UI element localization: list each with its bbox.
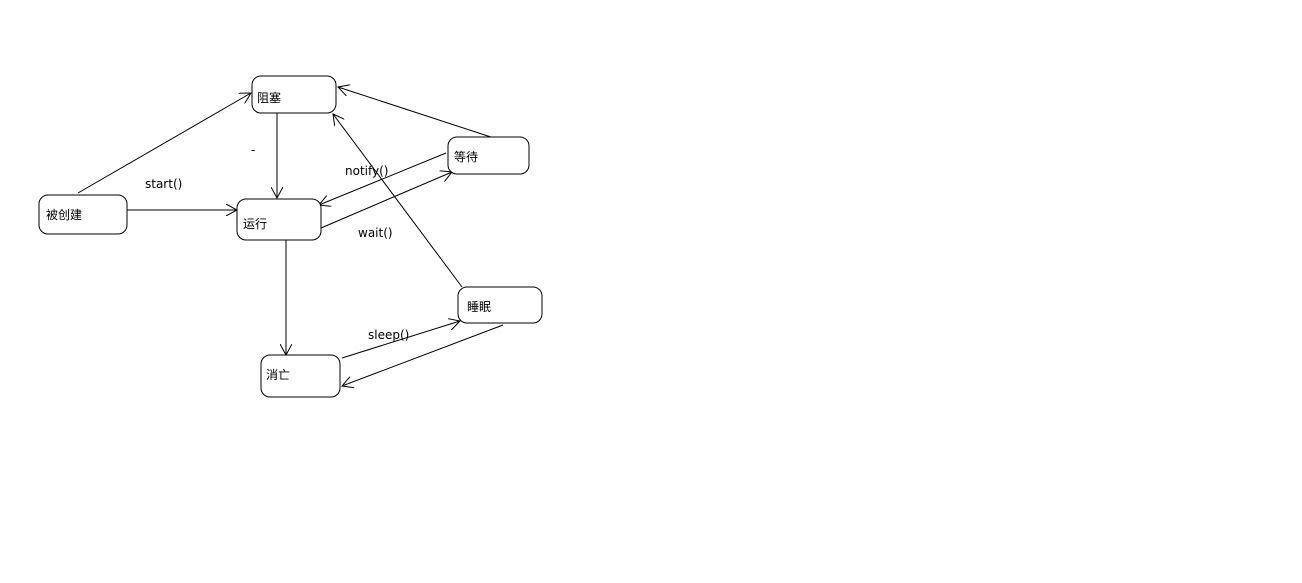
edge-sleeping-to-dead [342, 324, 504, 386]
node-created-label: 被创建 [46, 208, 82, 222]
edge-sleeping-to-blocked [333, 114, 463, 288]
node-sleeping-label: 睡眠 [467, 300, 491, 314]
edge-waiting-to-running [319, 152, 447, 205]
edge-label-notify: notify() [345, 164, 388, 178]
edge-running-to-waiting [320, 172, 452, 229]
node-sleeping: 睡眠 [457, 286, 543, 324]
node-running: 运行 [236, 198, 322, 241]
node-dead: 消亡 [260, 354, 341, 398]
node-blocked-label: 阻塞 [257, 90, 281, 105]
node-created: 被创建 [38, 194, 128, 235]
edges [77, 87, 504, 386]
node-waiting-label: 等待 [454, 150, 478, 164]
node-dead-label: 消亡 [266, 368, 290, 382]
node-blocked: 阻塞 [251, 75, 337, 114]
edge-created-to-blocked [77, 93, 251, 194]
edge-label-sleep: sleep() [368, 328, 409, 342]
edge-dead-to-sleeping [341, 321, 460, 359]
edge-waiting-to-blocked [338, 87, 498, 140]
node-waiting: 等待 [447, 136, 530, 175]
node-running-label: 运行 [243, 217, 267, 231]
edge-label-dash: - [251, 143, 255, 157]
edge-label-wait: wait() [358, 226, 393, 240]
edge-label-start: start() [145, 177, 182, 191]
